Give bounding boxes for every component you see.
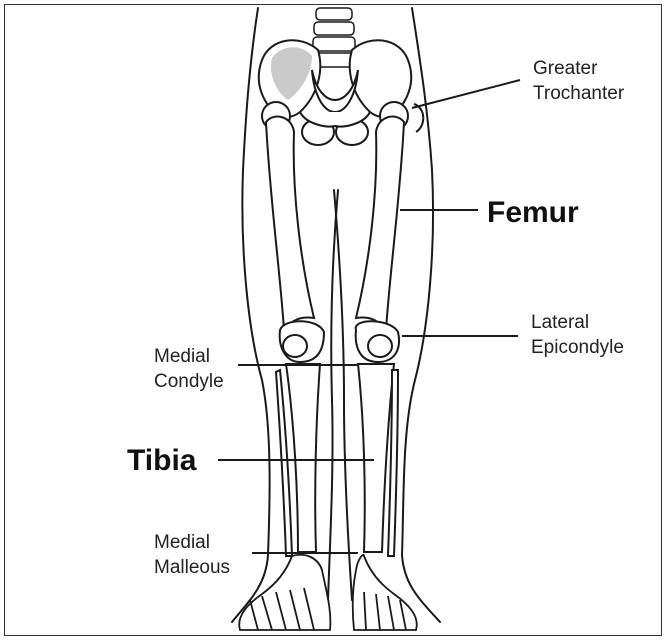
label-greater-trochanter: Greater Trochanter — [533, 56, 624, 106]
inner-leg-outline — [328, 190, 338, 600]
label-medial-malleous: Medial Malleous — [154, 530, 230, 580]
body-outline-right — [402, 8, 440, 622]
knee-joints — [280, 321, 399, 362]
leader-greater-trochanter — [412, 80, 520, 108]
label-femur: Femur — [487, 196, 579, 230]
label-medial-condyle: Medial Condyle — [154, 344, 224, 394]
label-lateral-epicondyle: Lateral Epicondyle — [531, 310, 624, 360]
label-tibia: Tibia — [127, 444, 196, 478]
